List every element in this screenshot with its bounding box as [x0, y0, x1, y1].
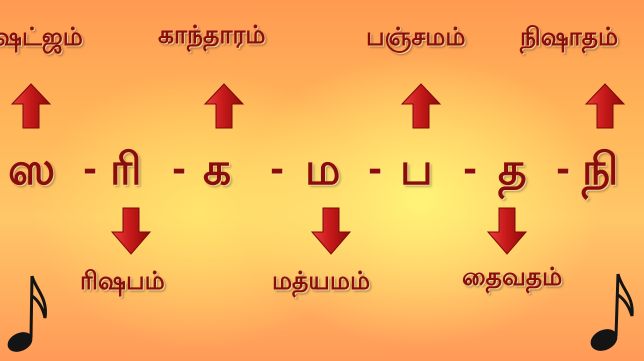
separator: - — [83, 150, 98, 190]
eighth-note-icon — [590, 273, 634, 351]
swara-sa: ஸ — [8, 144, 56, 195]
swara-dha: த — [498, 144, 527, 195]
swara-ni: நி — [582, 144, 619, 195]
separator: - — [463, 150, 478, 190]
eighth-note-icon — [7, 275, 47, 352]
up-arrow-icon — [584, 83, 626, 129]
separator: - — [556, 150, 571, 190]
separator: - — [368, 150, 383, 190]
swara-pa: ப — [400, 144, 433, 195]
label-nishadam: நிஷாதம் — [520, 22, 619, 51]
separator: - — [270, 150, 285, 190]
swara-ga: க — [203, 144, 232, 195]
swara-ri: ரி — [110, 144, 142, 195]
label-dhaivatham: தைவதம் — [462, 262, 563, 291]
label-rishabam: ரிஷபம் — [80, 266, 165, 295]
up-arrow-icon — [400, 83, 442, 129]
down-arrow-icon — [110, 207, 152, 255]
down-arrow-icon — [310, 207, 352, 255]
swara-ma: ம — [305, 144, 341, 195]
label-madhyamam: மத்யமம் — [272, 266, 371, 295]
label-shadjam: ஷட்ஜம் — [0, 22, 83, 51]
label-gandharam: காந்தாரம் — [158, 20, 266, 49]
down-arrow-icon — [486, 207, 528, 255]
up-arrow-icon — [203, 83, 245, 129]
up-arrow-icon — [10, 83, 52, 129]
label-panchamam: பஞ்சமம் — [366, 22, 466, 51]
separator: - — [172, 150, 187, 190]
